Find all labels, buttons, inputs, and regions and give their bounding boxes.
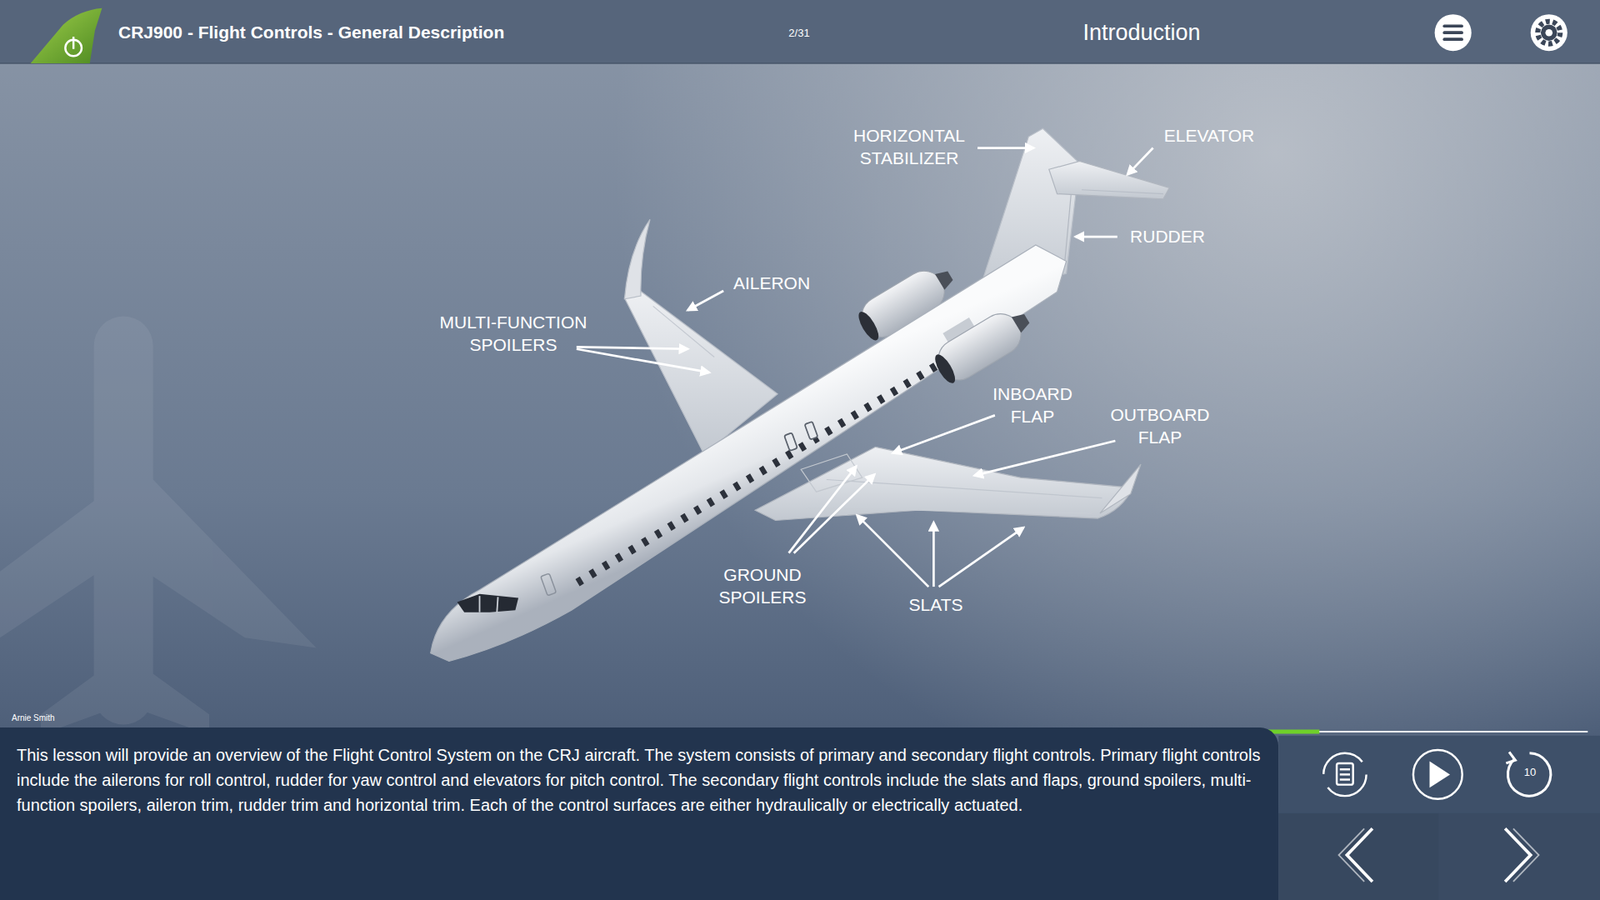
- author-name: Arnie Smith: [11, 712, 55, 724]
- leader-line: [939, 527, 1025, 587]
- callout-label: RUDDER: [1130, 225, 1205, 248]
- leader-line: [687, 290, 724, 310]
- header-rule: [0, 62, 1600, 65]
- icon-ring: [1413, 750, 1463, 800]
- watermark-tail: [40, 653, 210, 735]
- callout-label: ELEVATOR: [1164, 124, 1255, 147]
- near-winglet: [1100, 464, 1141, 514]
- leader-line: [857, 515, 930, 587]
- leader-lines: [576, 148, 1154, 588]
- aircraft: [430, 128, 1170, 661]
- logo-fin: [30, 8, 103, 64]
- watermark-wing: [0, 480, 317, 649]
- slat-line: [805, 508, 1092, 514]
- narration-text: This lesson will provide an overview of …: [16, 742, 1262, 818]
- callout-label: HORIZONTAL STABILIZER: [842, 124, 976, 170]
- replay-icon: [1505, 751, 1551, 796]
- window-post: [479, 595, 481, 613]
- callout-label: INBOARD FLAP: [983, 382, 1082, 428]
- replay-arrowhead: [1505, 751, 1515, 763]
- nav-next-area: [1439, 813, 1600, 900]
- icon-document: [1336, 763, 1354, 785]
- leader-line: [576, 346, 688, 349]
- play-triangle: [1430, 760, 1450, 788]
- exhaust: [935, 267, 955, 290]
- logo-bar: [72, 36, 75, 50]
- door: [805, 421, 819, 440]
- callout-label: MULTI-FUNCTION SPOILERS: [428, 310, 600, 356]
- play-icon: [1413, 750, 1463, 800]
- leader-line: [794, 474, 875, 553]
- leader-line: [977, 146, 1034, 150]
- nav-back-area: [1278, 813, 1439, 900]
- gear-teeth: [1537, 21, 1560, 45]
- icon-ring: [1323, 753, 1366, 796]
- near-engine: [923, 292, 1037, 390]
- inlet: [855, 309, 883, 344]
- cockpit-windows: [457, 594, 519, 613]
- narration-panel: This lesson will provide an overview of …: [0, 727, 1279, 900]
- transcript-icon: [1323, 753, 1366, 796]
- watermark-plane: [0, 316, 317, 735]
- exhaust: [1011, 310, 1032, 333]
- icon-line: [1340, 768, 1350, 770]
- spoiler-panel: [800, 454, 862, 492]
- door: [784, 432, 798, 451]
- back-chevron-shadow: [1339, 828, 1365, 882]
- leader-line: [1127, 148, 1154, 175]
- leader-line: [892, 415, 995, 453]
- near-wing: [755, 446, 1133, 520]
- menu-disc: [1435, 14, 1472, 51]
- window-post: [496, 596, 498, 612]
- callout-label: SLATS: [909, 593, 964, 616]
- skip-seconds: 10: [1524, 765, 1536, 780]
- back-chevron: [1346, 828, 1373, 882]
- fuselage: [430, 245, 1067, 662]
- next-chevron-shadow: [1513, 828, 1540, 882]
- elevator-hinge: [1081, 190, 1164, 195]
- progress-track: [1268, 730, 1588, 733]
- settings-disc: [1530, 14, 1568, 51]
- settings-icon: [1530, 14, 1568, 51]
- course-title: CRJ900 - Flight Controls - General Descr…: [118, 22, 505, 43]
- section-title: Introduction: [1082, 18, 1200, 48]
- gear-hole: [1545, 29, 1553, 37]
- callout-label: GROUND SPOILERS: [709, 563, 816, 609]
- far-winglet: [624, 219, 650, 300]
- leader-line: [576, 349, 710, 373]
- header-bar: [0, 0, 1600, 64]
- callout-label: OUTBOARD FLAP: [1102, 403, 1218, 449]
- progress-fill: [1268, 730, 1320, 735]
- front-door: [540, 573, 557, 596]
- leader-line: [932, 522, 935, 587]
- horizontal-stabilizer: [1049, 160, 1170, 199]
- page-counter: 2/31: [788, 25, 810, 40]
- menu-line: [1442, 37, 1463, 41]
- logo: [30, 8, 103, 64]
- menu-icon: [1435, 14, 1472, 51]
- controls-panel: [1278, 735, 1600, 900]
- leader-line: [974, 440, 1115, 476]
- icon-line: [1340, 778, 1350, 780]
- leader-line: [789, 466, 857, 554]
- next-chevron: [1505, 828, 1531, 882]
- menu-line: [1442, 24, 1463, 28]
- menu-line: [1442, 30, 1463, 35]
- inlet: [931, 351, 960, 386]
- callout-label: AILERON: [733, 271, 810, 295]
- leader-line: [1075, 235, 1118, 239]
- icon-line: [1340, 773, 1350, 775]
- gear-body: [1540, 24, 1558, 41]
